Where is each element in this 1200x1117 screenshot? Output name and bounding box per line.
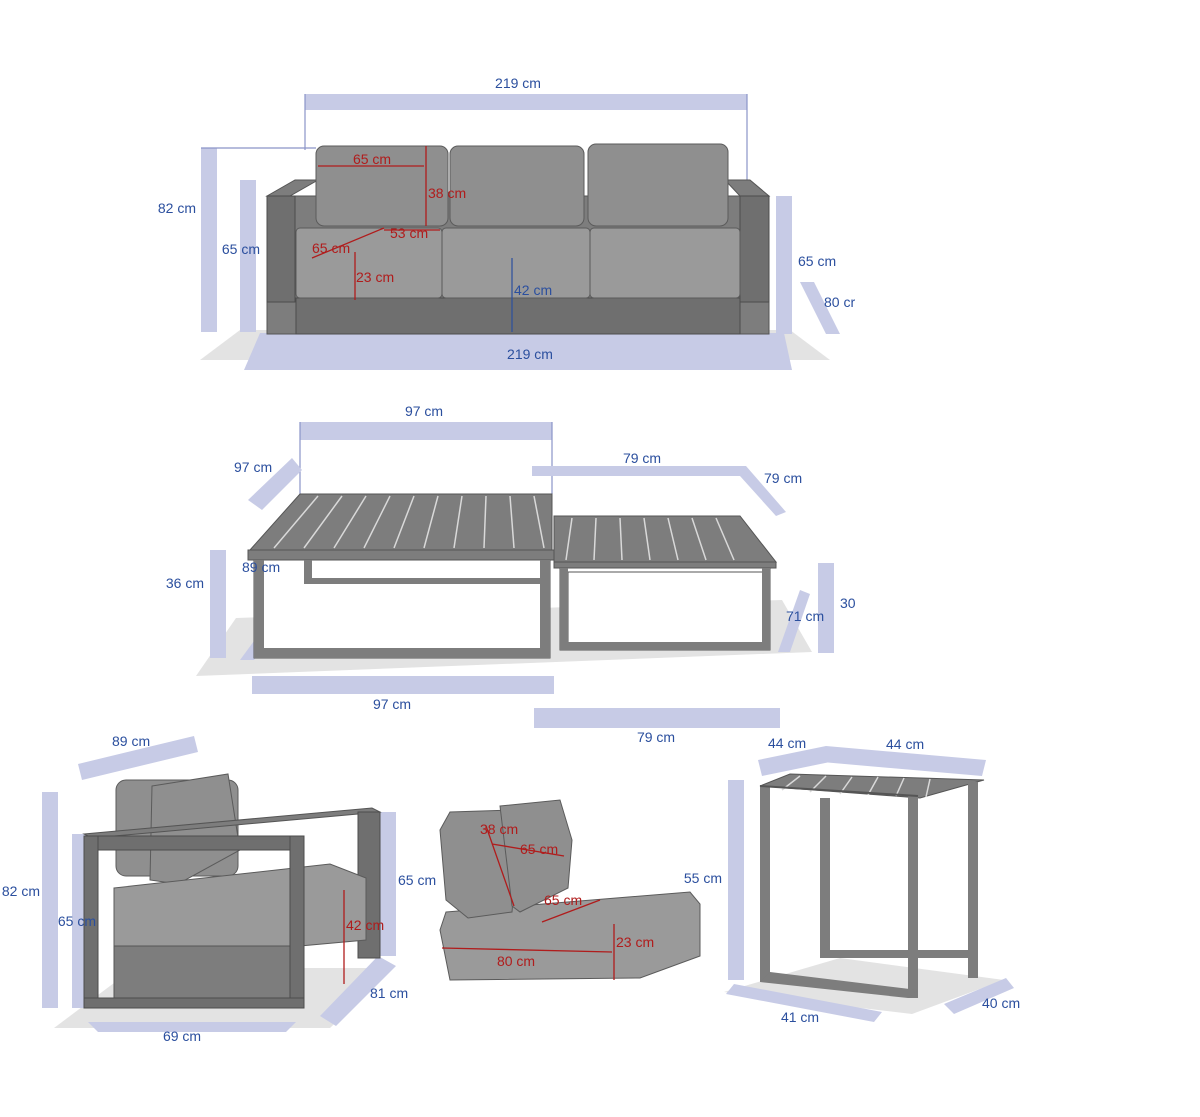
side-table-height-band: [728, 780, 744, 980]
sofa-seat-height-label: 42 cm: [514, 282, 552, 298]
cushion-seat-depth-label: 65 cm: [544, 892, 582, 908]
sofa-arm-left-label: 65 cm: [222, 241, 260, 257]
small-table-height-band: [818, 563, 834, 653]
sofa-width-top-label: 219 cm: [495, 75, 541, 91]
armchair-drawing: [42, 736, 396, 1032]
armchair-height-total-label: 82 cm: [2, 883, 40, 899]
side-table-leg-back-right: [968, 782, 978, 978]
loose-back-cushion-2: [499, 799, 573, 913]
large-table-width-top-label: 97 cm: [405, 403, 443, 419]
sofa-width-bottom-label: 219 cm: [507, 346, 553, 362]
armchair-width-bottom-label: 69 cm: [163, 1028, 201, 1044]
sofa-width-top-band: [305, 94, 747, 110]
cushion-back-height-label: 38 cm: [480, 821, 518, 837]
sofa-seat-width-label: 65 cm: [312, 240, 350, 256]
armchair-depth-bottom-label: 81 cm: [370, 985, 408, 1001]
small-table-height-label: 30: [840, 595, 856, 611]
side-table-depth-top-label: 44 cm: [768, 735, 806, 751]
armchair-arm-right-band: [380, 812, 396, 956]
large-table-inner-depth-label: 89 cm: [242, 559, 280, 575]
small-table-width-bottom-band: [534, 708, 780, 728]
armchair-arm-left-label: 65 cm: [58, 913, 96, 929]
small-table-inner-depth-label: 71 cm: [786, 608, 824, 624]
large-table-width-bottom-label: 97 cm: [373, 696, 411, 712]
large-table-height-label: 36 cm: [166, 575, 204, 591]
cushions-drawing: [439, 799, 701, 981]
large-table-legs: [253, 559, 551, 659]
small-table-width-bottom-label: 79 cm: [637, 729, 675, 745]
large-table-width-bottom-band: [252, 676, 554, 694]
sofa-arm-right: [739, 195, 770, 303]
armchair-depth-top-band: [78, 736, 198, 780]
small-table-inner-depth-band: [778, 590, 810, 652]
loose-seat-cushion: [439, 891, 701, 981]
side-table-height-label: 55 cm: [684, 870, 722, 886]
sofa-seat-cushion-3: [589, 227, 741, 299]
side-table-leg-left: [760, 786, 770, 982]
large-table-depth-label: 97 cm: [234, 459, 272, 475]
side-table-width-top-label: 44 cm: [886, 736, 924, 752]
sofa-back-cushion-2: [449, 145, 585, 227]
armchair-width-bottom-band: [88, 1022, 296, 1032]
side-table-width-top-band: [822, 746, 986, 776]
sofa-arm-left: [266, 195, 296, 303]
armchair-depth-bottom-band: [320, 956, 396, 1026]
sofa-cushion-back-height-label: 38 cm: [428, 185, 466, 201]
small-table-depth-band: [740, 466, 786, 516]
sofa-width-bottom-band: [244, 333, 792, 370]
side-table-width-bottom-label: 41 cm: [781, 1009, 819, 1025]
armchair-frame-right: [289, 835, 305, 1009]
large-table-depth-band: [248, 458, 302, 510]
sofa-depth-band: [800, 282, 840, 334]
sofa-height-total-band: [201, 148, 217, 332]
small-table-depth-label: 79 cm: [764, 470, 802, 486]
sofa-arm-right-label: 65 cm: [798, 253, 836, 269]
side-table-drawing: [724, 746, 1014, 1022]
tables-drawing: [196, 422, 834, 728]
small-table-width-top-band: [532, 466, 746, 476]
large-table-height-band: [210, 550, 226, 658]
sofa-height-total-label: 82 cm: [158, 200, 196, 216]
armchair-arm-right-label: 65 cm: [398, 872, 436, 888]
large-table-width-top-band: [300, 422, 552, 440]
sofa-arm-right-band: [776, 196, 792, 334]
sofa-cushion-back-width-label: 65 cm: [353, 151, 391, 167]
small-table-top: [553, 515, 778, 563]
cushion-back-width-label: 65 cm: [520, 841, 558, 857]
side-table-leg-front-right: [908, 796, 918, 998]
side-table-depth-bottom-band: [944, 978, 1014, 1014]
sofa-depth-label: 80 cr: [824, 294, 855, 310]
sofa-drawing: [200, 94, 840, 370]
side-table-depth-top-band: [758, 746, 830, 776]
armchair-depth-top-label: 89 cm: [112, 733, 150, 749]
side-table-depth-bottom-label: 40 cm: [982, 995, 1020, 1011]
armchair-frame-top: [83, 835, 305, 851]
side-table-top: [759, 773, 985, 799]
cushion-seat-height-label: 23 cm: [616, 934, 654, 950]
sofa-back-cushion-3: [587, 143, 729, 227]
side-table-width-bottom-band: [726, 984, 882, 1022]
small-table-width-top-label: 79 cm: [623, 450, 661, 466]
sofa-seat-cushion-height-label: 23 cm: [356, 269, 394, 285]
sofa-seat-depth-label: 53 cm: [390, 225, 428, 241]
armchair-height-total-band: [42, 792, 58, 1008]
armchair-seat-height-label: 42 cm: [346, 917, 384, 933]
cushion-seat-width-label: 80 cm: [497, 953, 535, 969]
sofa-arm-left-band: [240, 180, 256, 332]
